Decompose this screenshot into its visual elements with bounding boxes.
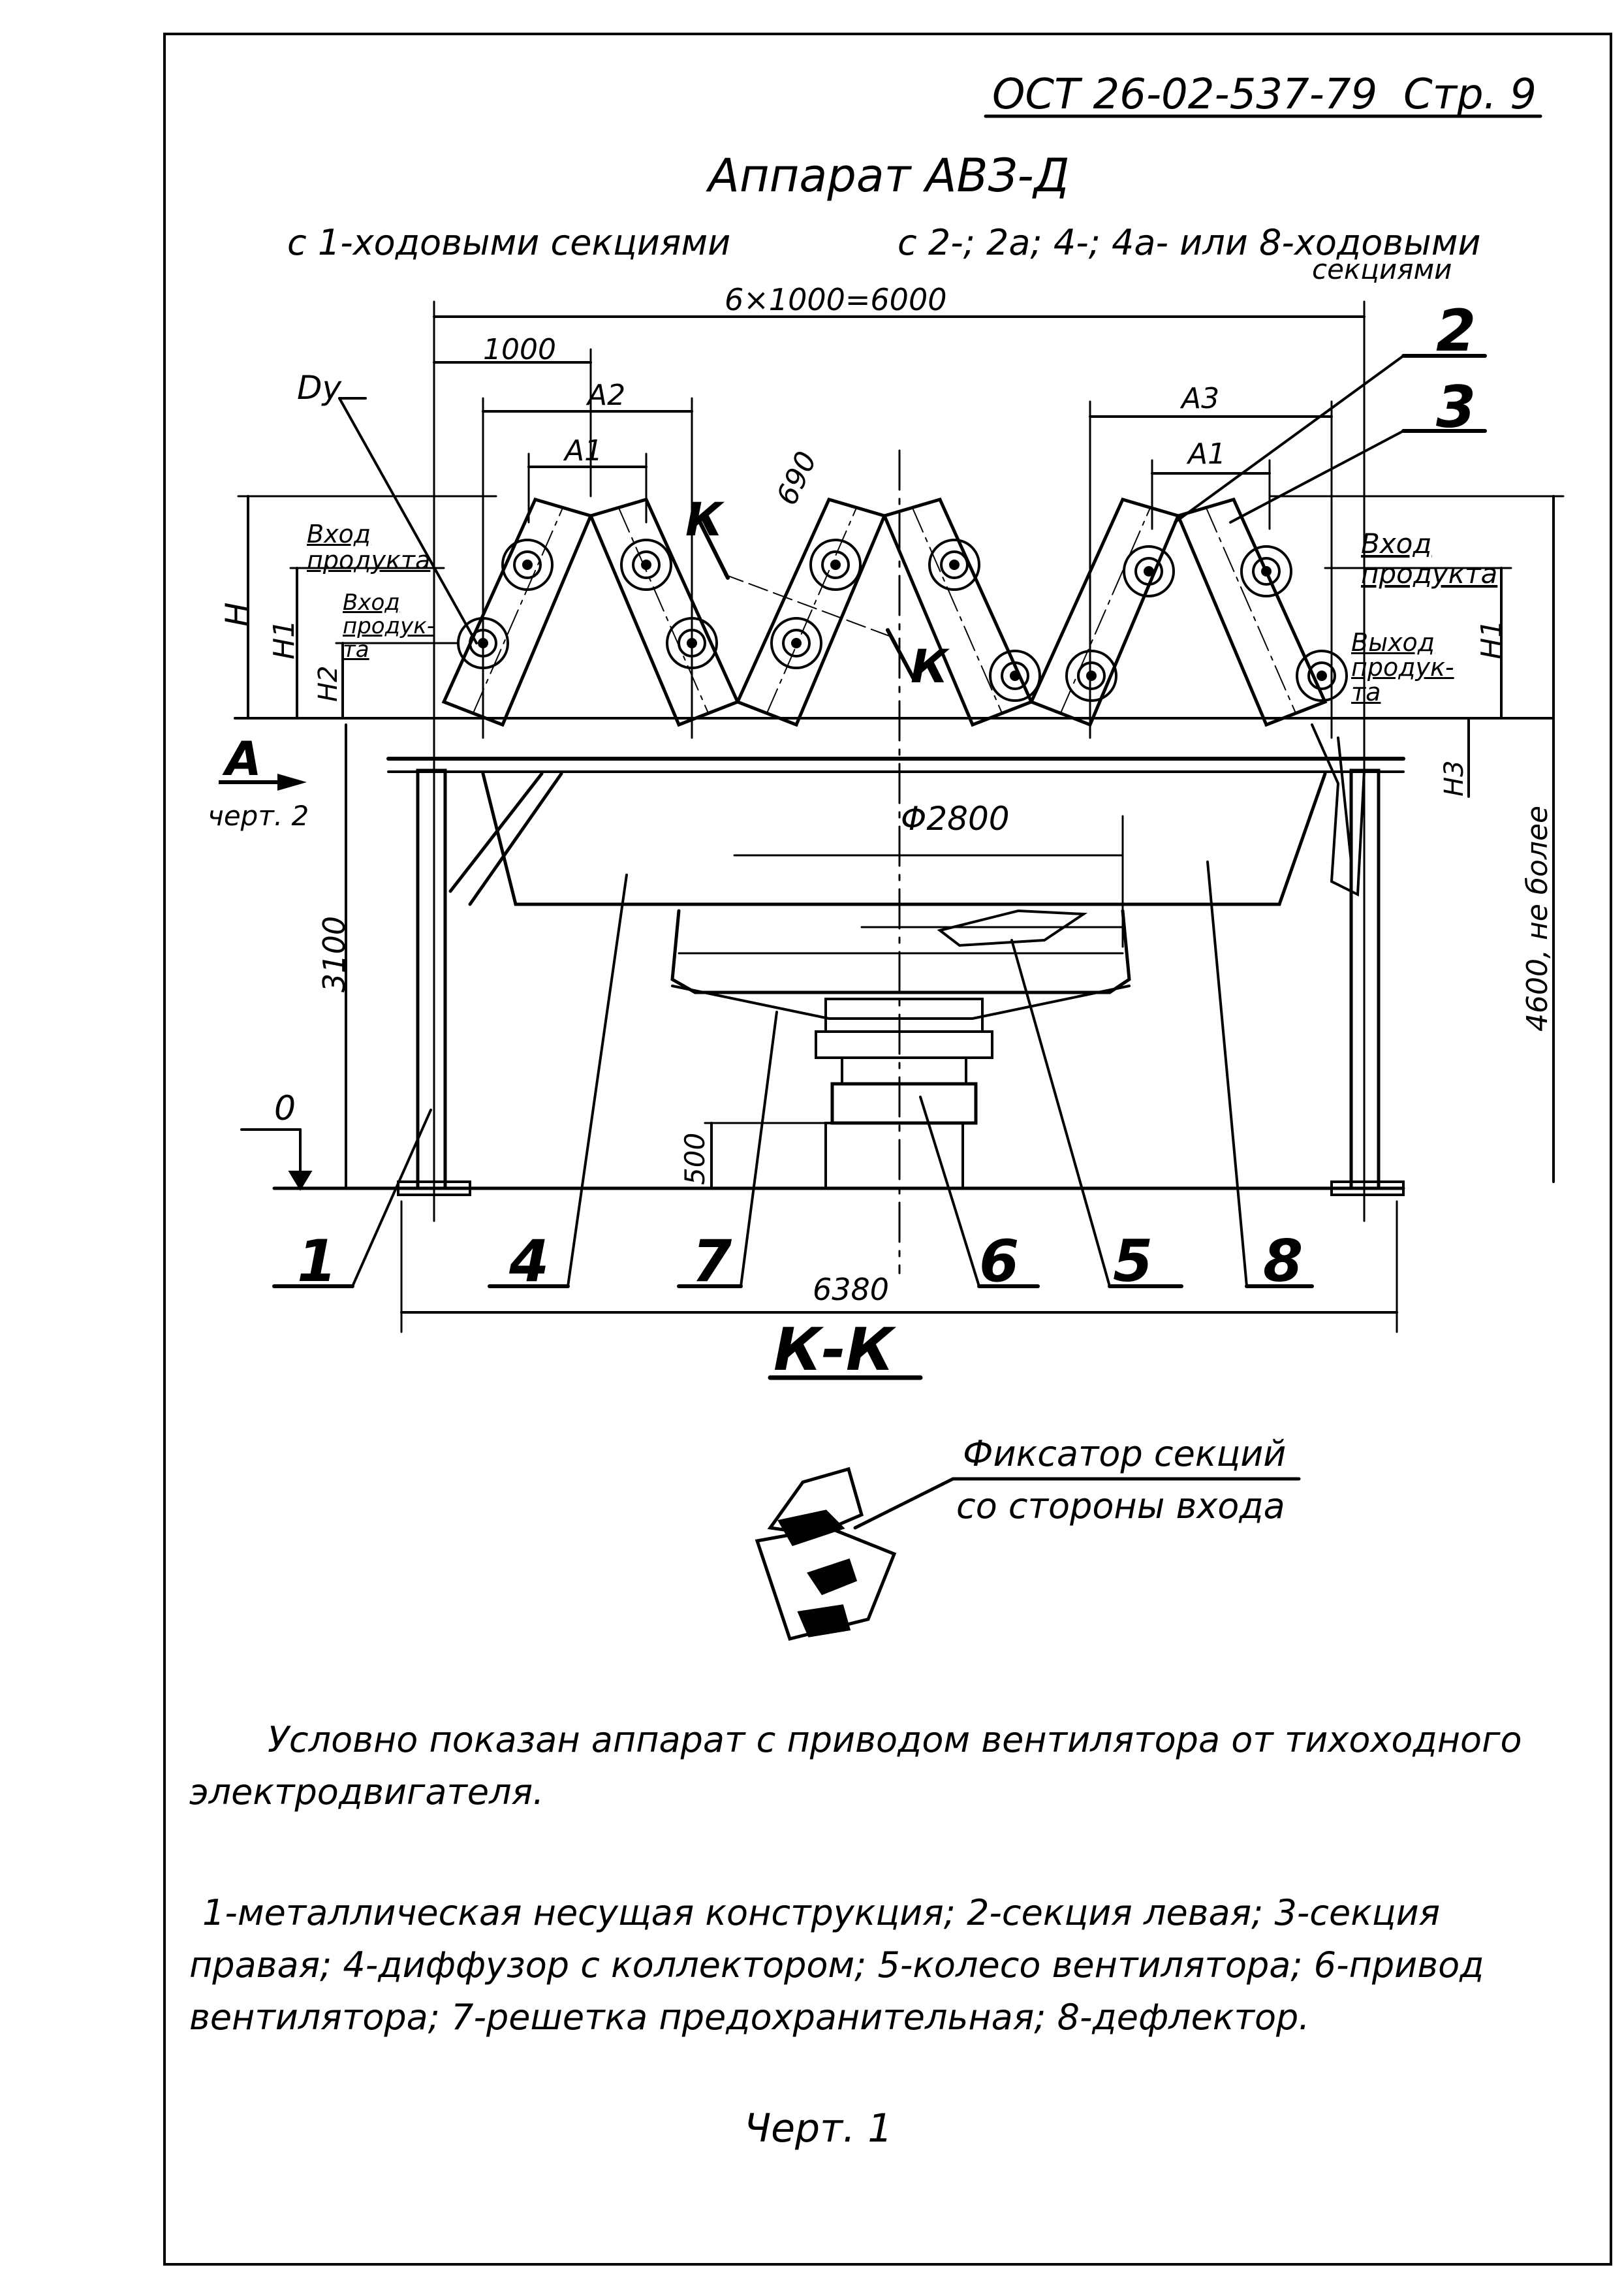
dim-total-height: 4600, не более (1521, 805, 1554, 1032)
fixator-caption-1: Фиксатор секций (963, 1433, 1287, 1474)
dim-dy: Dy (297, 369, 342, 407)
label-outlet-right: Выход продук-та (1351, 628, 1454, 706)
callout-1: 1 (297, 1227, 337, 1295)
callout-4: 4 (509, 1227, 550, 1295)
cut-mark-bottom: К (911, 640, 948, 693)
dim-support-height: 3100 (317, 915, 352, 992)
callout-5: 5 (1113, 1227, 1153, 1295)
dim-a2: A2 (587, 379, 626, 412)
subtitle-right-2: секциями (1312, 253, 1452, 285)
dim-h3: H3 (1439, 760, 1469, 797)
zero-level: 0 (274, 1089, 296, 1128)
standard-code: ОСТ 26-02-537-79 (992, 71, 1378, 119)
view-a-reference: черт. 2 (208, 800, 309, 832)
section-title: К-К (773, 1316, 894, 1384)
dim-a1-left: A1 (565, 434, 603, 467)
callout-3: 3 (1436, 373, 1476, 441)
legend-text: 1-металлическая несущая конструкция; 2-с… (189, 1892, 1484, 2038)
dim-a1-right: A1 (1188, 437, 1226, 471)
dim-h2: H2 (313, 665, 343, 702)
label-inlet-right: Вход продукта (1361, 528, 1498, 590)
view-a-label: А (225, 731, 262, 786)
callout-2: 2 (1436, 297, 1476, 364)
dim-h1-left: H1 (268, 619, 301, 659)
dim-pitch: 1000 (483, 333, 556, 366)
callout-7: 7 (692, 1227, 732, 1295)
dim-base-height: 500 (679, 1132, 711, 1185)
label-inlet-bottom-left: Вход продук-та (343, 590, 435, 663)
fixator-caption-2: со стороны входа (956, 1485, 1285, 1527)
dim-overall-top: 6×1000=6000 (725, 282, 947, 317)
cut-mark-top: К (685, 493, 723, 546)
drawing-title: Аппарат АВЗ-Д (708, 149, 1070, 202)
figure-label: Черт. 1 (744, 2106, 893, 2151)
subtitle-left: с 1-ходовыми секциями (287, 222, 731, 263)
label-inlet-top-left: Вход продукта (307, 520, 431, 575)
dim-diameter: Φ2800 (901, 800, 1010, 838)
dim-overall-width: 6380 (813, 1272, 890, 1307)
callout-6: 6 (979, 1227, 1020, 1295)
page-number: Стр. 9 (1403, 71, 1537, 119)
subtitle-right-1: с 2-; 2а; 4-; 4а- или 8-ходовыми (898, 222, 1481, 263)
dim-a3: A3 (1181, 382, 1220, 415)
dim-h: H (219, 602, 257, 627)
dim-h1-right: H1 (1475, 619, 1508, 659)
callout-8: 8 (1263, 1227, 1304, 1295)
drawing-frame (163, 33, 1612, 2266)
condition-note: Условно показан аппарат с приводом венти… (189, 1719, 1522, 1812)
